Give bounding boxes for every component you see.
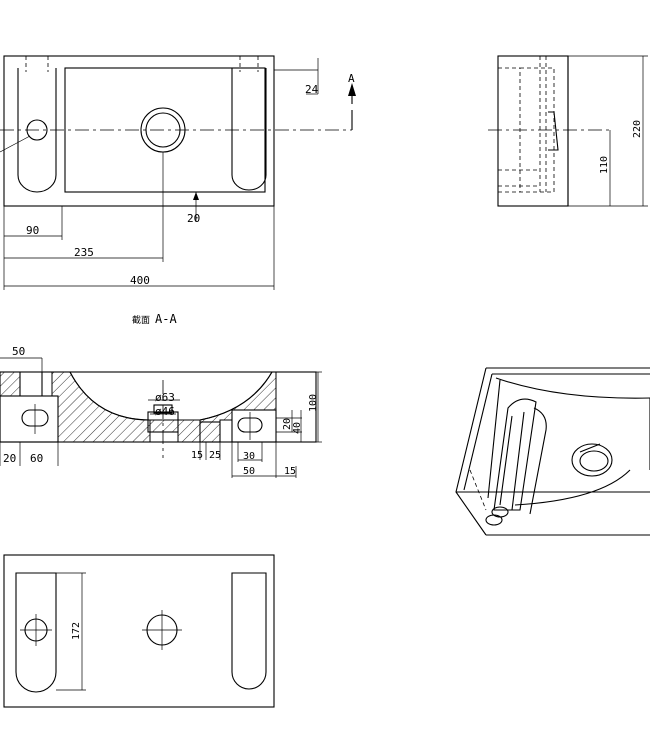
dim-40: 40 bbox=[292, 422, 303, 434]
top-view: A 24 20 90 235 400 bbox=[0, 55, 356, 290]
section-view: 截面 A-A 50 ø63 ø46 bbox=[0, 312, 322, 478]
dim-phi63: ø63 bbox=[155, 391, 175, 404]
dim-100: 100 bbox=[308, 394, 319, 412]
dim-60: 60 bbox=[30, 452, 43, 465]
iso-drain bbox=[571, 443, 613, 477]
section-title-prefix: 截面 bbox=[132, 314, 150, 326]
dim-50-bottom: 50 bbox=[243, 466, 255, 477]
dim-15-a: 15 bbox=[191, 450, 203, 461]
section-arrow-icon bbox=[348, 83, 356, 96]
dim-15-b: 15 bbox=[284, 466, 296, 477]
drain-section bbox=[548, 111, 559, 151]
section-title: A-A bbox=[155, 312, 177, 326]
top-view-outline bbox=[3, 55, 275, 207]
dim-235: 235 bbox=[74, 246, 94, 259]
dim-50-top: 50 bbox=[12, 345, 25, 358]
bottom-right-slot bbox=[231, 572, 267, 690]
section-arrow-label: A bbox=[348, 72, 355, 85]
bottom-view: 172 bbox=[3, 554, 275, 708]
dim-90: 90 bbox=[26, 224, 39, 237]
dim-30: 30 bbox=[243, 451, 255, 462]
bottom-left-slot bbox=[15, 572, 57, 693]
dim-220: 220 bbox=[632, 120, 643, 138]
dim-110: 110 bbox=[599, 156, 610, 174]
dim-24: 24 bbox=[305, 83, 319, 96]
side-view-outline bbox=[497, 55, 569, 207]
dim-20: 20 bbox=[187, 212, 200, 225]
section-outline bbox=[0, 371, 317, 443]
right-slot bbox=[231, 68, 267, 191]
dim-20-right: 20 bbox=[282, 418, 293, 430]
dim-20-left: 20 bbox=[3, 452, 16, 465]
dim-400: 400 bbox=[130, 274, 150, 287]
bottom-view-outline bbox=[3, 554, 275, 708]
left-slot bbox=[17, 68, 57, 193]
dim-25: 25 bbox=[209, 450, 221, 461]
iso-slot bbox=[493, 398, 537, 511]
side-view: 220 110 bbox=[488, 55, 648, 207]
iso-outline bbox=[455, 367, 650, 536]
dim-phi46: ø46 bbox=[155, 405, 175, 418]
dim-172: 172 bbox=[71, 622, 82, 640]
isometric-view bbox=[455, 367, 650, 536]
